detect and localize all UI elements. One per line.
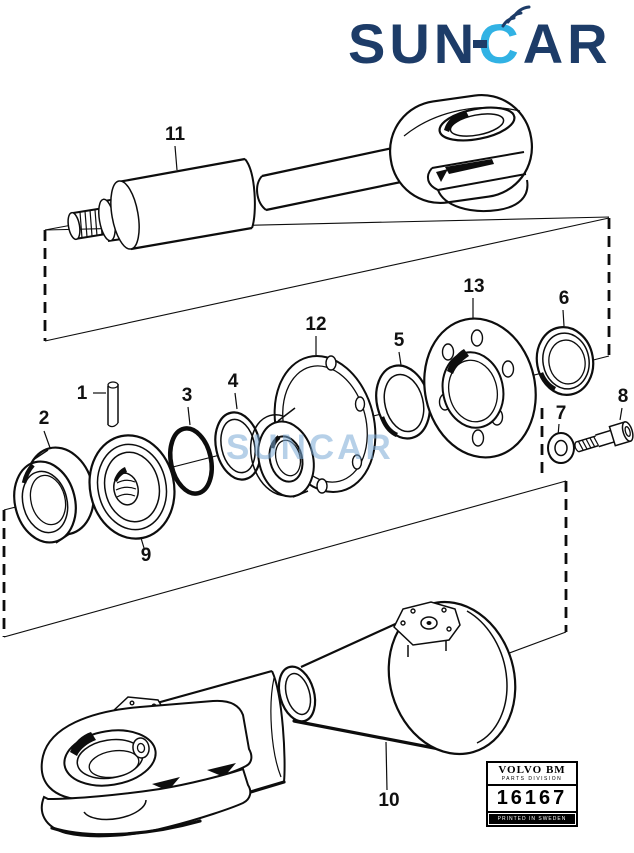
signal-arcs-icon	[501, 5, 531, 28]
plate-brand: VOLVO BM	[498, 764, 566, 776]
part-5-seal-ring	[375, 364, 431, 440]
logo-text-sun: SUN	[348, 12, 479, 75]
plate-division: PARTS DIVISION	[488, 776, 576, 786]
logo-c-dash	[473, 40, 488, 48]
callout-10: 10	[378, 790, 399, 811]
callout-11: 11	[165, 124, 186, 145]
callout-labels: 1 2 3 4 5 6 7 8 9 10 11 12 13	[39, 124, 629, 811]
part-1-pin	[107, 381, 119, 428]
callout-1: 1	[77, 383, 88, 404]
callout-13: 13	[463, 276, 484, 297]
logo-text-ar: AR	[522, 12, 612, 75]
callout-6: 6	[559, 288, 570, 309]
part-12-gland	[249, 355, 377, 498]
callout-9: 9	[141, 545, 152, 566]
part-2-bearing-ring	[13, 446, 95, 544]
logo-letter-c: C	[473, 5, 531, 72]
callout-5: 5	[394, 330, 405, 351]
suncar-logo: SUN C AR	[348, 5, 612, 75]
plate-footer: PRINTED IN SWEDEN	[489, 814, 575, 824]
part-8-bolt	[574, 421, 634, 453]
part-11-piston-rod	[67, 93, 534, 251]
callout-3: 3	[182, 385, 193, 406]
part-7-washer	[547, 432, 575, 464]
plate-number: 16167	[488, 786, 576, 813]
callout-8: 8	[618, 386, 629, 407]
part-3-o-ring	[168, 426, 214, 496]
part-10-cylinder-clevis	[40, 669, 286, 838]
volvo-plate: VOLVO BM PARTS DIVISION 16167 PRINTED IN…	[486, 761, 578, 827]
callout-12: 12	[305, 314, 326, 335]
callout-2: 2	[39, 408, 50, 429]
part-10-cylinder-barrel	[277, 600, 517, 756]
watermark: SUNCAR	[226, 428, 394, 467]
callout-7: 7	[556, 403, 567, 424]
part-4-backup-ring	[214, 411, 262, 481]
callout-4: 4	[228, 371, 239, 392]
part-9-piston	[88, 434, 176, 540]
part-6-wiper-ring	[535, 326, 595, 396]
part-13-end-plate	[423, 317, 537, 459]
